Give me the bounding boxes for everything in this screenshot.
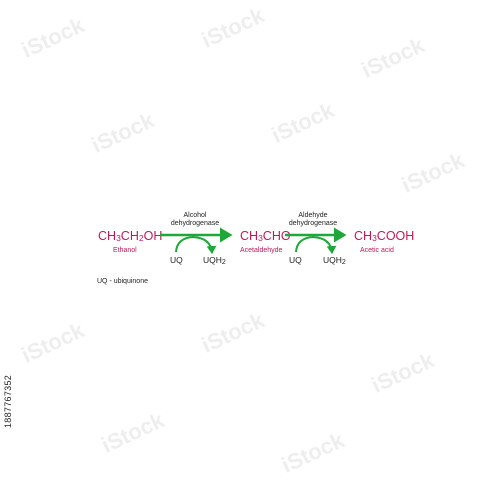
enzyme-label-1-line2: dehydrogenase bbox=[170, 220, 220, 227]
cofactor-out-2: UQH2 bbox=[323, 255, 346, 266]
compound-acetic-acid-name: Acetic acid bbox=[360, 247, 394, 254]
compound-acetaldehyde-formula: CH3CHO bbox=[240, 229, 291, 243]
compound-ethanol-formula: CH3CH2OH bbox=[98, 229, 163, 243]
cofactor-in-2: UQ bbox=[289, 255, 302, 265]
enzyme-label-2: Aldehyde dehydrogenase bbox=[286, 212, 340, 228]
cofactor-arrow-2 bbox=[295, 235, 337, 254]
cofactor-out-1: UQH2 bbox=[203, 255, 226, 266]
enzyme-label-1: Alcohol dehydrogenase bbox=[168, 212, 222, 228]
compound-acetic-acid-formula: CH3COOH bbox=[354, 229, 415, 243]
enzyme-label-1-line1: Alcohol bbox=[183, 212, 207, 219]
cofactor-arrow-1 bbox=[175, 235, 217, 254]
compound-ethanol-name: Ethanol bbox=[113, 247, 137, 254]
stock-id-label: 1887767352 bbox=[3, 374, 13, 428]
legend-note: UQ - ubiquinone bbox=[97, 278, 148, 285]
enzyme-label-2-line2: dehydrogenase bbox=[288, 220, 338, 227]
compound-acetaldehyde-name: Acetaldehyde bbox=[240, 247, 283, 254]
enzyme-label-2-line1: Aldehyde bbox=[298, 212, 328, 219]
cofactor-in-1: UQ bbox=[170, 255, 183, 265]
